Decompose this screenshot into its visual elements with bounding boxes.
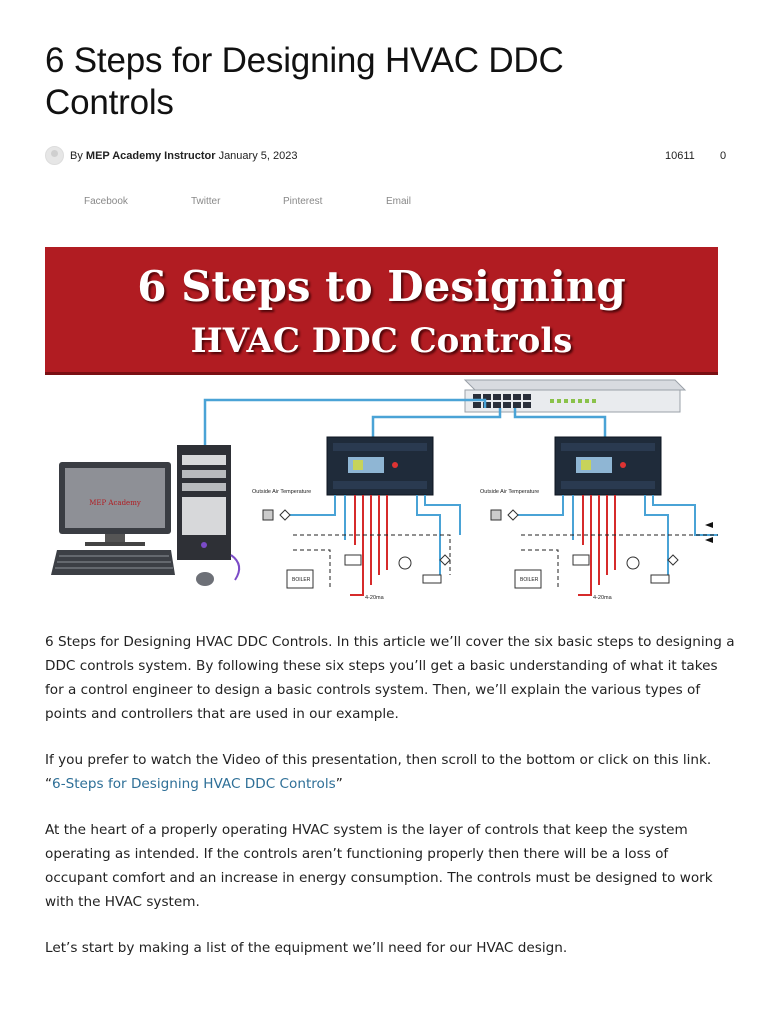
paragraph-controls: At the heart of a properly operating HVA… [45, 822, 713, 910]
paragraph-video: If you prefer to watch the Video of this… [45, 748, 735, 796]
signal-label-left: 4-20ma [365, 595, 385, 601]
banner-line-2: HVAC DDC Controls [190, 321, 573, 361]
share-email-button[interactable]: Email [386, 196, 412, 207]
share-pinterest-button[interactable]: Pinterest [283, 196, 323, 207]
paragraph-video-close: ” [335, 776, 343, 792]
keyboard-icon [51, 550, 175, 575]
wiring-right [518, 495, 718, 596]
computer-tower-icon [177, 445, 241, 581]
sensor-devices-right [490, 509, 713, 589]
ddc-controller-left-icon [326, 436, 434, 496]
monitor-logo: MEP Academy [89, 499, 141, 507]
network-cables [203, 398, 607, 445]
signal-label-right: 4-20ma [593, 595, 613, 601]
share-facebook-button[interactable]: Facebook [84, 196, 128, 207]
paragraph-intro: 6 Steps for Designing HVAC DDC Controls.… [45, 634, 735, 722]
ducts-right [521, 534, 718, 590]
paragraph-video-text: If you prefer to watch the Video of this… [45, 752, 712, 792]
article-title: 6 Steps for Designing HVAC DDC Controls [45, 41, 564, 122]
banner-line-1: 6 Steps to Designing [137, 262, 626, 311]
boiler-label-left: BOILER [292, 577, 311, 583]
author-link[interactable]: MEP Academy Instructor [85, 150, 216, 162]
view-count: 10611 [665, 150, 695, 162]
ducts-left [293, 534, 451, 590]
publish-date: January 5, 2023 [218, 150, 298, 162]
sensor-devices-left [262, 509, 451, 589]
share-twitter-button[interactable]: Twitter [191, 196, 221, 207]
author-avatar[interactable] [45, 146, 64, 165]
outside-air-label-right: Outside Air Temperature [480, 489, 539, 495]
computer-monitor-icon: MEP Academy [59, 462, 171, 546]
hero-banner: 6 Steps to Designing HVAC DDC Controls [45, 247, 718, 375]
paragraph-equipment: Let’s start by making a list of the equi… [45, 940, 568, 956]
byline: By MEP Academy Instructor January 5, 202… [70, 150, 297, 162]
wiring-left [290, 495, 461, 596]
ddc-controller-right-icon [554, 436, 662, 496]
comment-count[interactable]: 0 [720, 150, 727, 162]
outside-air-label-left: Outside Air Temperature [252, 489, 311, 495]
video-link[interactable]: 6-Steps for Designing HVAC DDC Controls [52, 776, 336, 792]
boiler-label-right: BOILER [520, 577, 539, 583]
ddc-diagram: MEP Academy [51, 379, 718, 601]
network-switch-icon [463, 379, 687, 413]
article-meta: By MEP Academy Instructor January 5, 202… [45, 146, 727, 166]
byline-prefix: By [70, 150, 83, 162]
mouse-icon [196, 572, 214, 586]
hero-image: 6 Steps to Designing HVAC DDC Controls [45, 247, 718, 605]
article-body: 6 Steps for Designing HVAC DDC Controls.… [45, 630, 735, 982]
